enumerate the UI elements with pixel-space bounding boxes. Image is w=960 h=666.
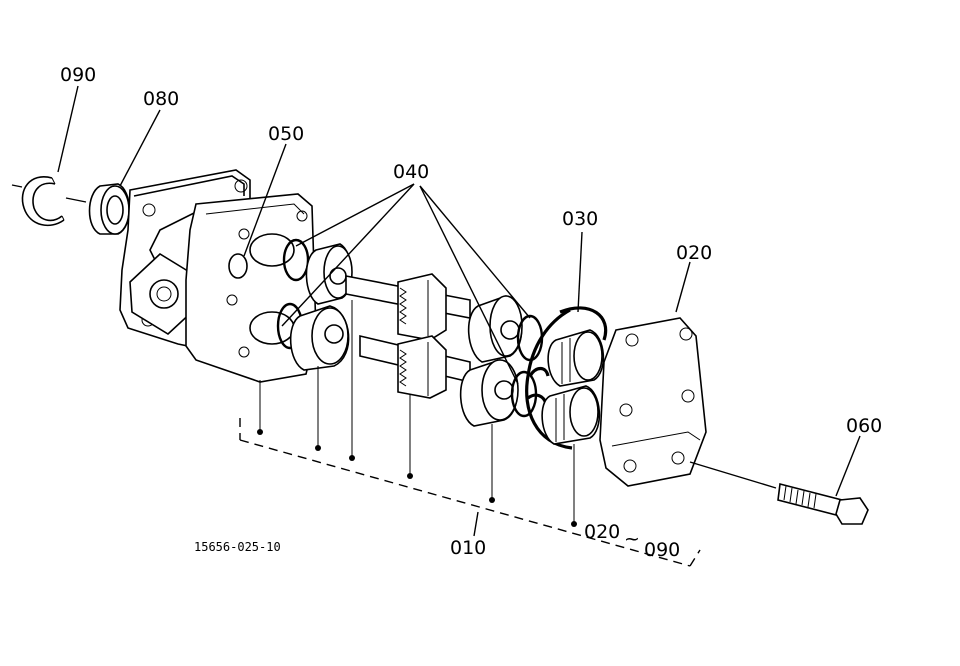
- leader-lines: [57, 85, 861, 497]
- drive-gear-shafts: [345, 273, 471, 399]
- oil-seal-080: [65, 183, 130, 235]
- snap-ring-090: [11, 176, 65, 227]
- bushings-rear: [459, 295, 544, 427]
- assembly-bracket-010: [239, 300, 701, 567]
- pump-housing: [119, 169, 317, 383]
- seal-ring-030: [525, 306, 608, 450]
- label-090: 090: [60, 64, 96, 86]
- label-060: 060: [846, 415, 882, 437]
- rear-cover-020: [599, 317, 707, 487]
- fittings-rear: [541, 329, 605, 445]
- label-020: 020: [676, 242, 712, 264]
- label-range-tilde: ~: [624, 528, 640, 550]
- label-080: 080: [143, 88, 179, 110]
- bolt-060: [689, 461, 869, 525]
- label-030: 030: [562, 208, 598, 230]
- label-040: 040: [393, 161, 429, 183]
- label-010: 010: [450, 537, 486, 559]
- label-range-to: 090: [644, 539, 680, 561]
- label-range-from: 020: [584, 521, 620, 543]
- drawing-code: 15656-025-10: [194, 540, 281, 554]
- label-050: 050: [268, 123, 304, 145]
